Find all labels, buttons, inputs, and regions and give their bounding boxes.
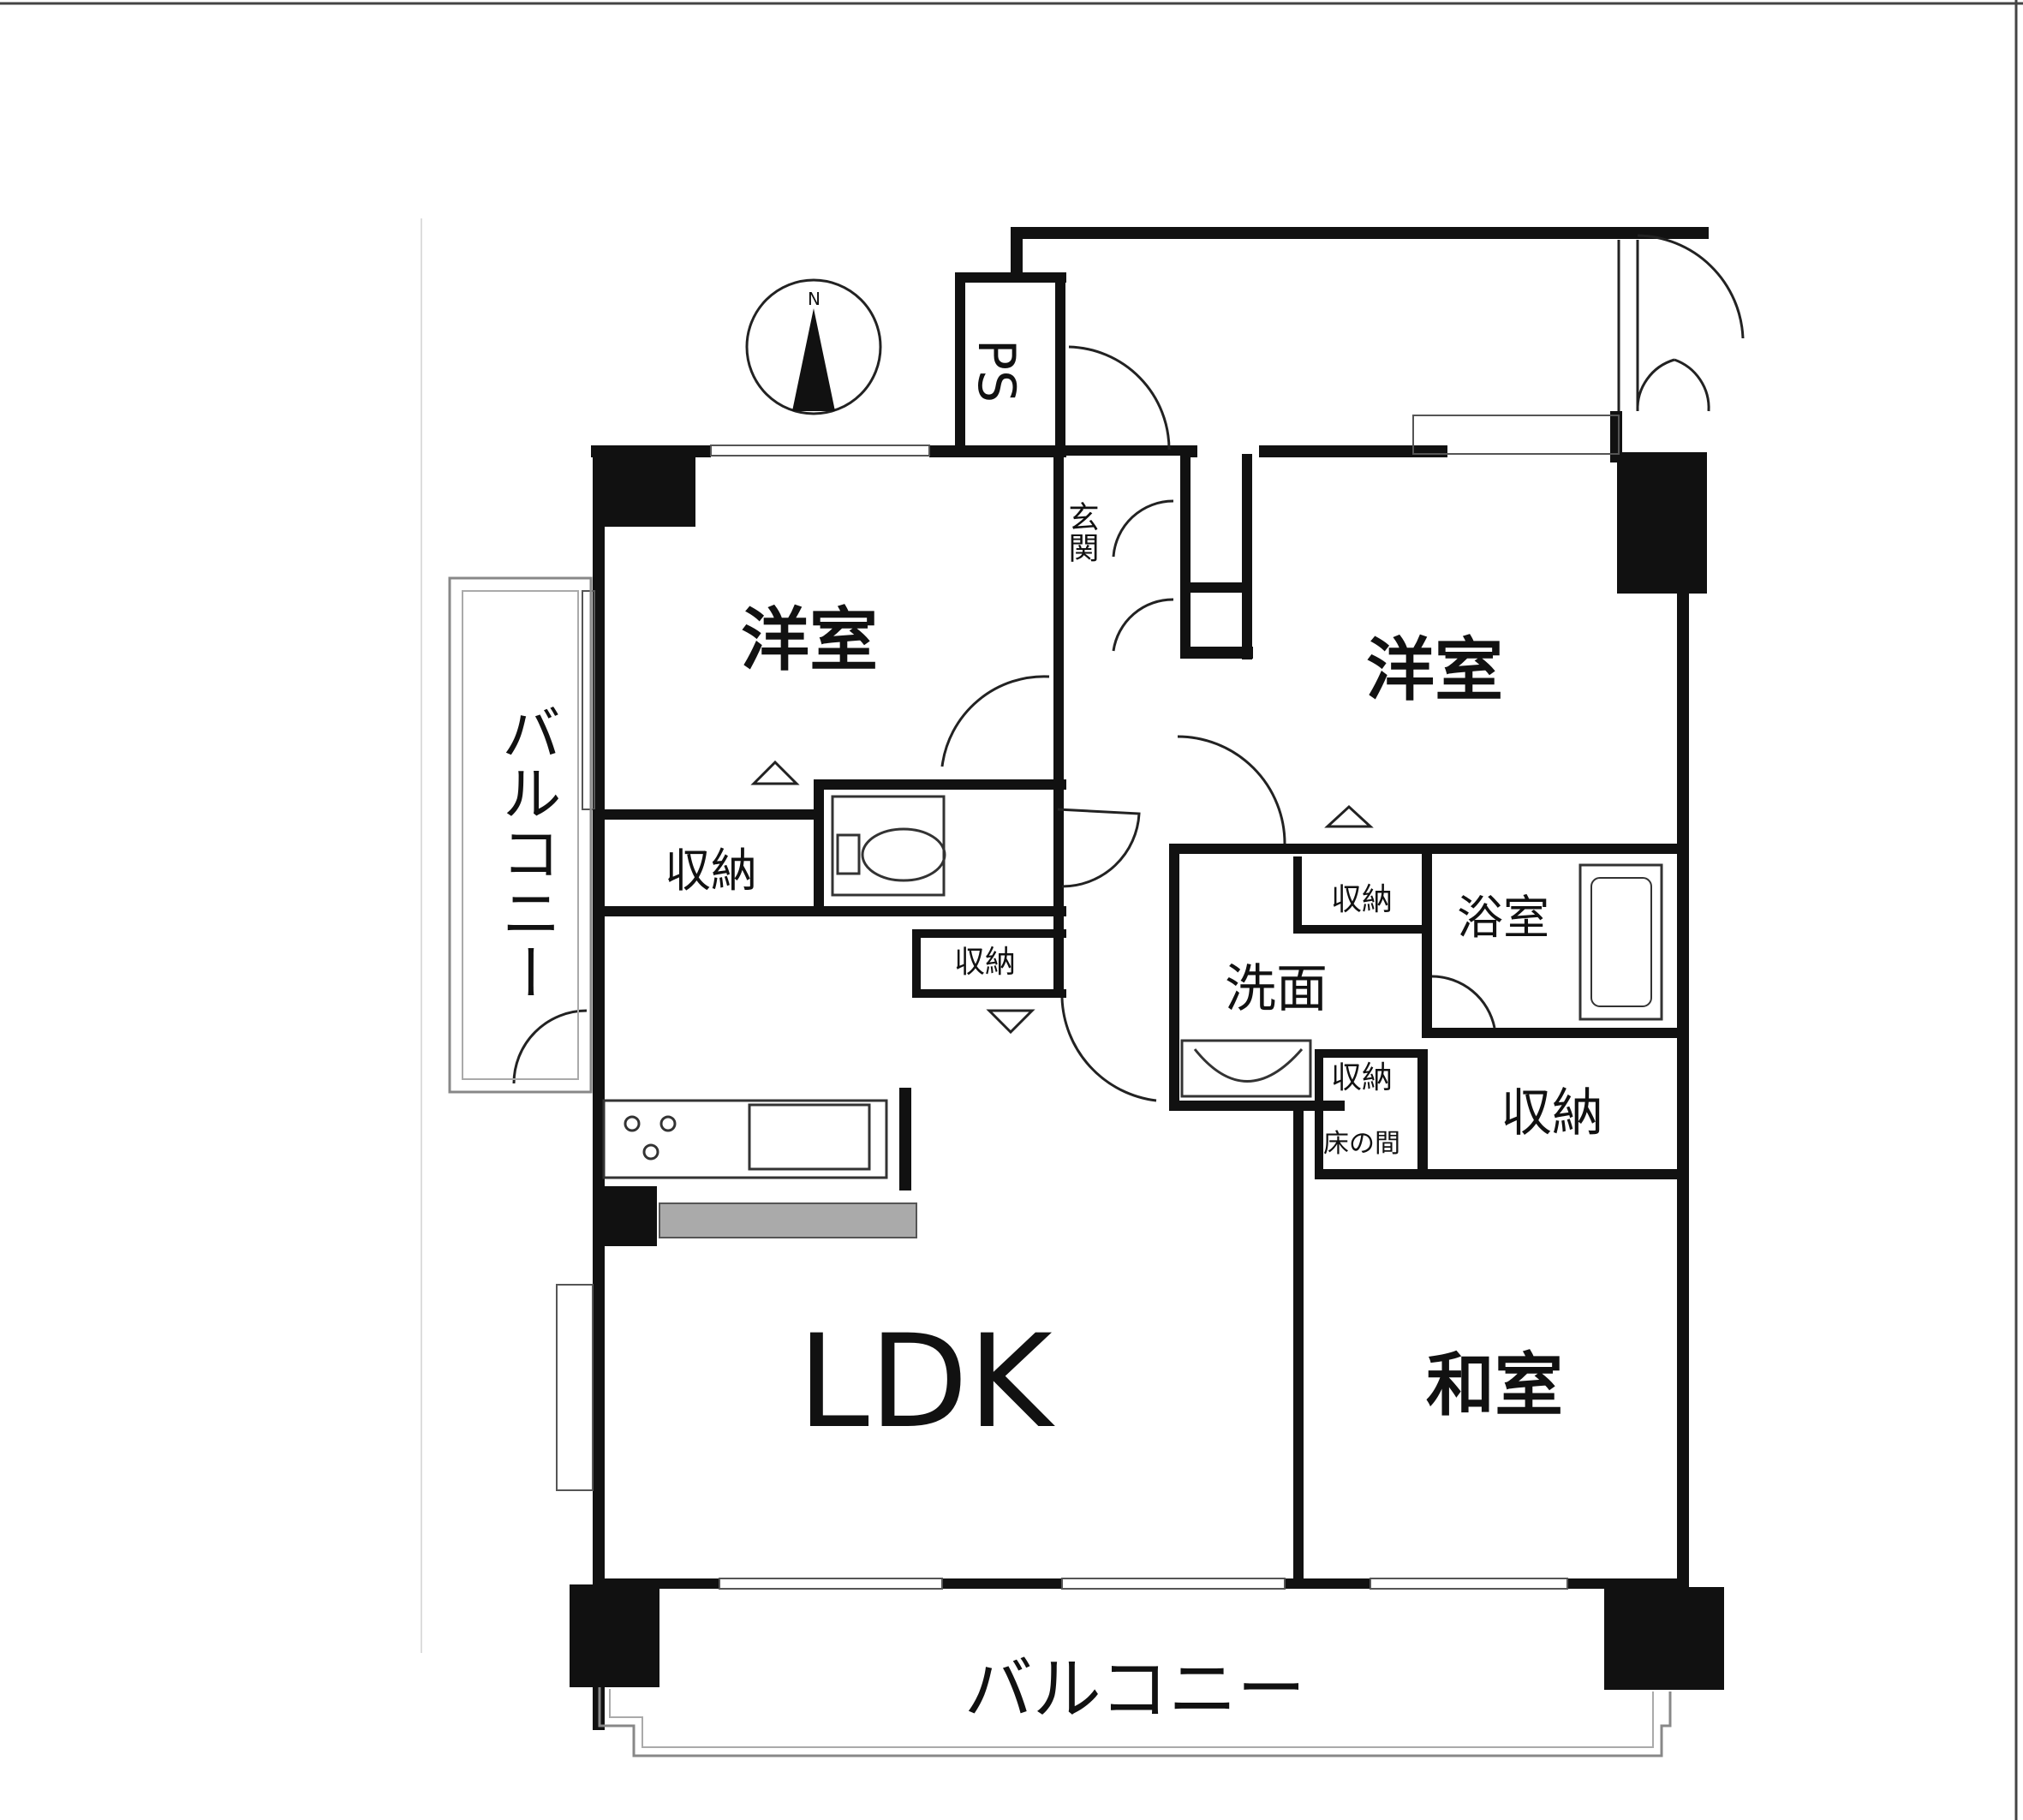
stove-burner-icon	[659, 1115, 677, 1132]
washbasin-icon	[1193, 1048, 1304, 1083]
kitchen-counter	[602, 1099, 888, 1179]
ldk-label: LDK	[797, 1308, 1055, 1457]
tokonoma-label: 床の間	[1323, 1129, 1400, 1159]
japanese-room-label: 和室	[1426, 1346, 1563, 1425]
closet-markers	[750, 760, 1374, 1035]
doors	[512, 234, 1745, 1102]
western-room-right-label: 洋室	[1366, 630, 1503, 710]
compass-north-label: N	[808, 289, 821, 309]
side-balcony-label: バルコニー	[492, 702, 562, 1002]
side-balcony	[448, 576, 593, 1094]
stove-burner-icon	[642, 1143, 659, 1161]
bathtub-icon	[1578, 863, 1663, 1021]
stove-burner-icon	[624, 1115, 641, 1132]
exterior-walls	[570, 227, 1724, 1730]
storage-large-label: 収納	[1501, 1083, 1603, 1143]
ps-label: PS	[966, 339, 1026, 403]
storage-hall-label: 収納	[954, 945, 1016, 980]
windows	[556, 415, 1620, 1590]
bathroom-label: 浴室	[1457, 891, 1549, 945]
western-room-left-label: 洋室	[741, 600, 878, 680]
washroom-label: 洗面	[1225, 959, 1328, 1019]
north-compass-icon: N	[745, 278, 882, 415]
toilet-icon	[861, 827, 946, 882]
storage-left-label: 収納	[665, 844, 757, 898]
bottom-balcony	[598, 1687, 1672, 1757]
bottom-balcony-label: バルコニー	[964, 1650, 1305, 1729]
genkan-label: 玄関	[1064, 501, 1099, 563]
fixtures	[831, 795, 1663, 1098]
sink-icon	[748, 1103, 871, 1171]
storage-toko-label: 収納	[1331, 1060, 1393, 1095]
storage-wash-label: 収納	[1331, 882, 1393, 917]
interior-walls	[593, 445, 1687, 1584]
